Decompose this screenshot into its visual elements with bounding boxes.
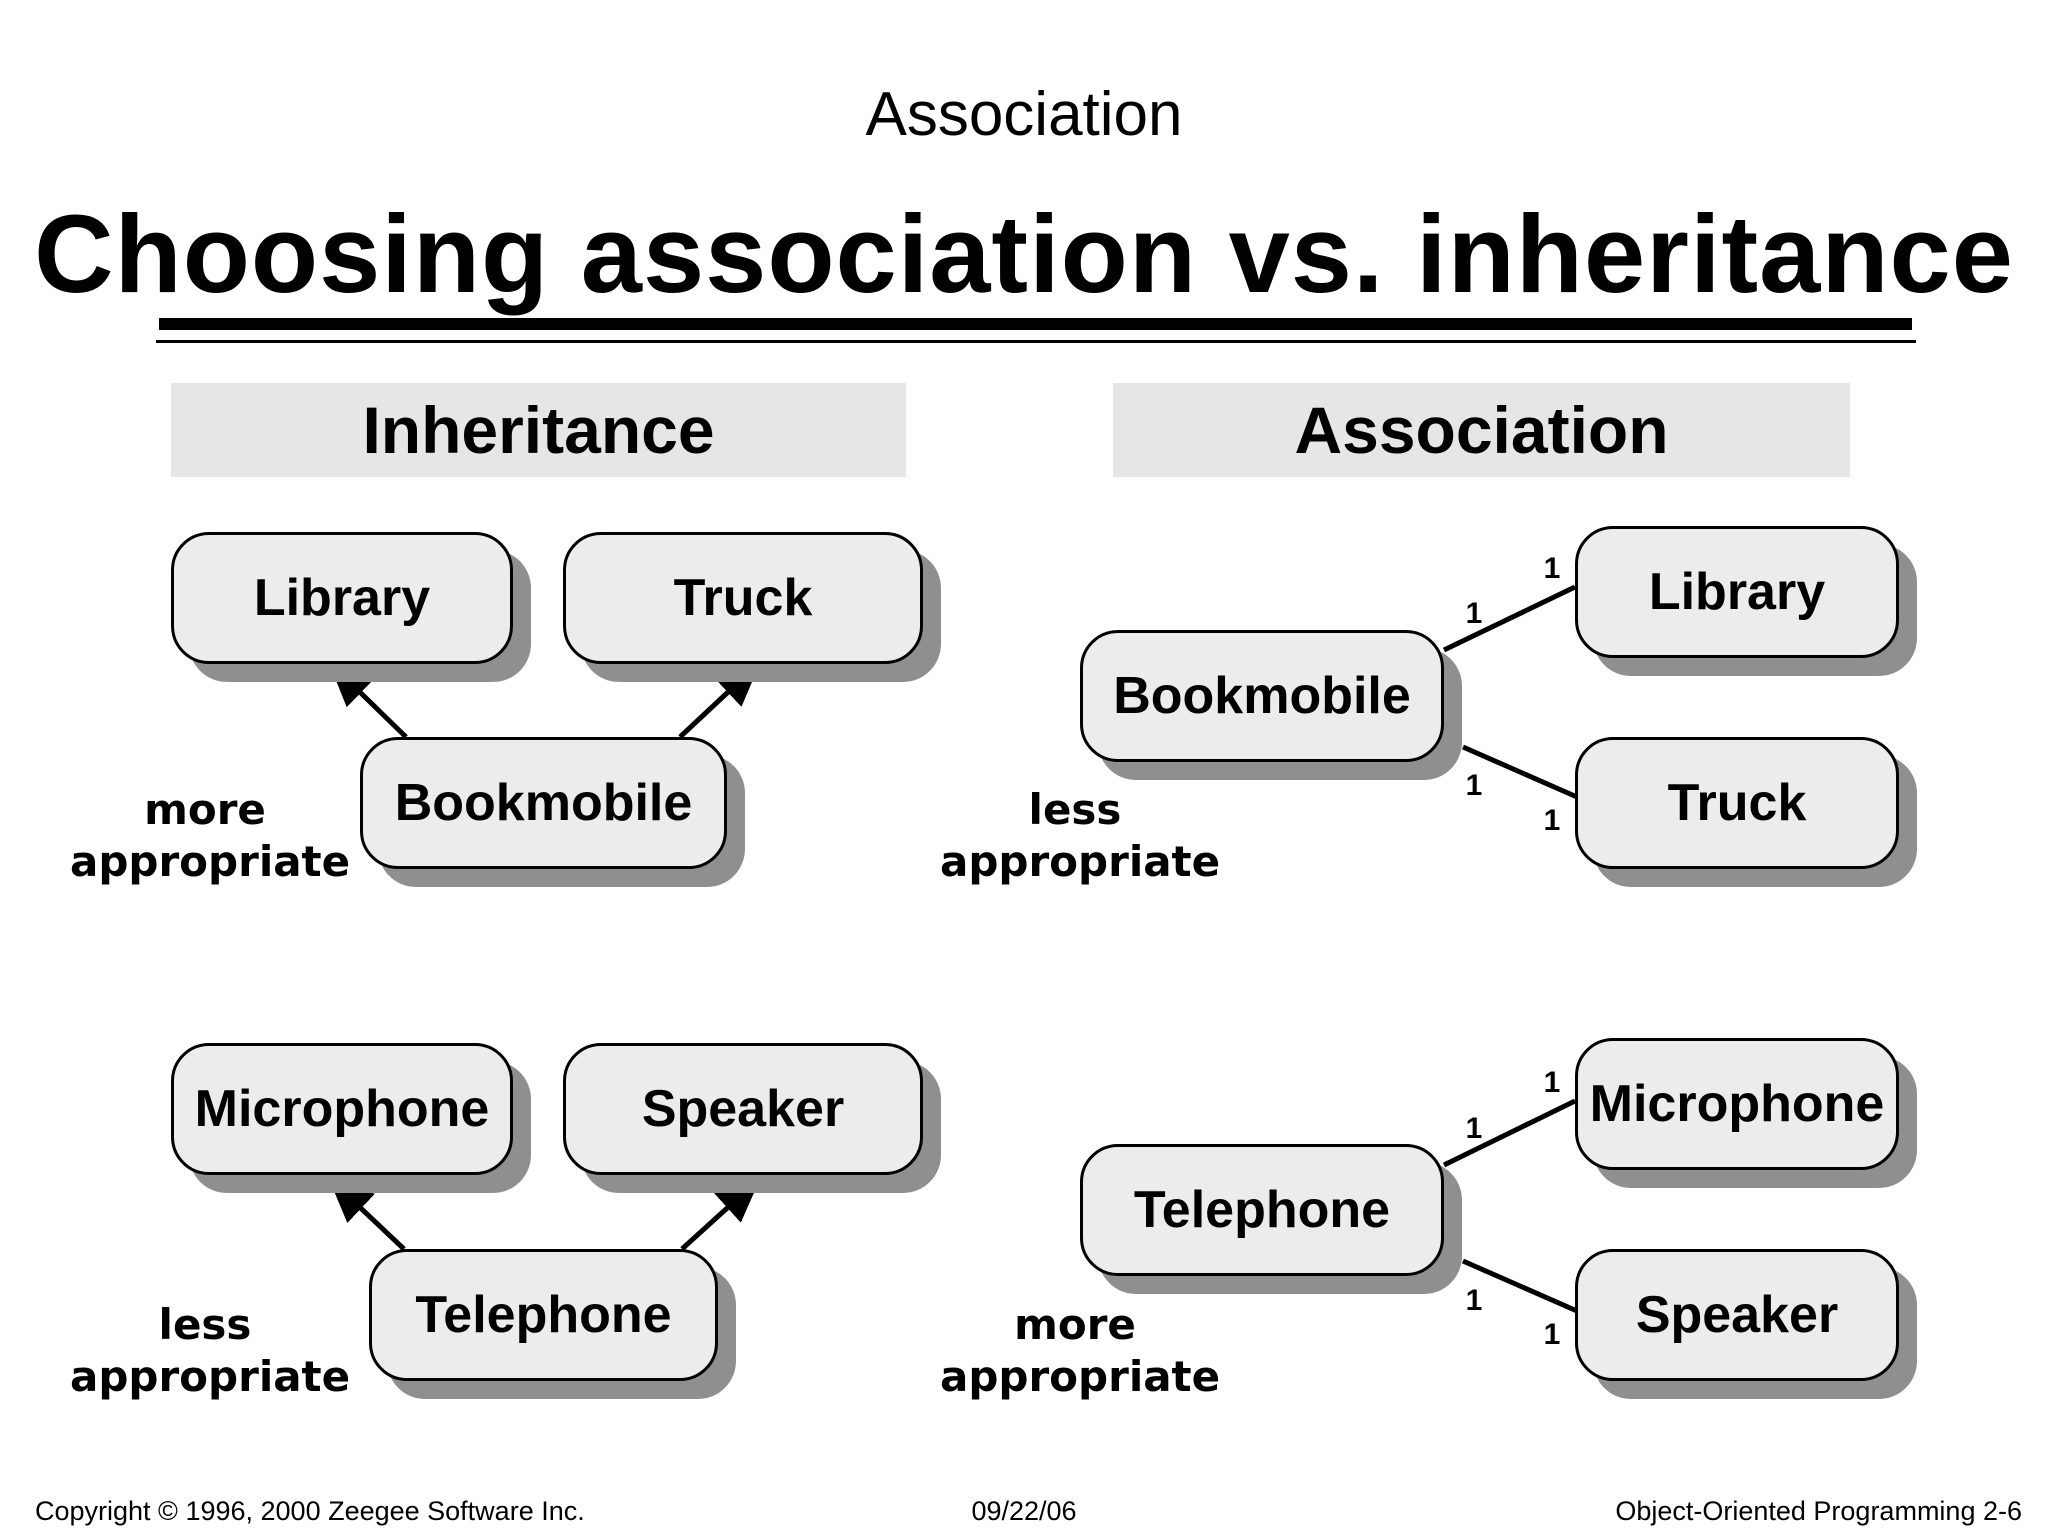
multiplicity-label: 1 [1543, 1066, 1561, 1099]
note-line-1: less [1028, 785, 1122, 834]
class-box-telephone: Telephone [1080, 1144, 1444, 1276]
class-box-library: Library [171, 532, 513, 664]
class-box-truck: Truck [1575, 737, 1899, 869]
appropriateness-note: less appropriate [940, 784, 1221, 888]
multiplicity-label: 1 [1465, 1112, 1483, 1145]
multiplicity-label: 1 [1465, 769, 1483, 802]
association-line-microphone [1442, 1098, 1577, 1168]
footer-course-page: Object-Oriented Programming 2-6 [1615, 1496, 2022, 1526]
note-line-2: appropriate [70, 1352, 351, 1401]
appropriateness-note: more appropriate [70, 784, 351, 888]
class-box-bookmobile: Bookmobile [1080, 630, 1444, 762]
association-column-header: Association [1113, 383, 1850, 477]
multiplicity-label: 1 [1543, 1318, 1561, 1351]
multiplicity-label: 1 [1543, 552, 1561, 585]
class-box-speaker: Speaker [1575, 1249, 1899, 1381]
class-box-microphone: Microphone [171, 1043, 513, 1175]
note-line-2: appropriate [70, 837, 351, 886]
footer-date: 09/22/06 [971, 1496, 1077, 1526]
class-box-microphone: Microphone [1575, 1038, 1899, 1170]
class-box-truck: Truck [563, 532, 923, 664]
slide-supertitle: Association [865, 80, 1183, 149]
note-line-2: appropriate [940, 837, 1221, 886]
inheritance-arrow-truck [678, 661, 761, 739]
appropriateness-note: more appropriate [940, 1299, 1221, 1403]
class-box-speaker: Speaker [563, 1043, 923, 1175]
class-box-library: Library [1575, 526, 1899, 658]
note-line-1: less [158, 1300, 252, 1349]
inheritance-column-header: Inheritance [171, 383, 906, 477]
note-line-1: more [1014, 1300, 1136, 1349]
title-rule-thin [156, 340, 1916, 343]
note-line-2: appropriate [940, 1352, 1221, 1401]
multiplicity-label: 1 [1465, 1284, 1483, 1317]
title-rule-thick [159, 318, 1912, 330]
association-line-library [1442, 584, 1577, 653]
inheritance-arrow-library [328, 661, 408, 739]
class-box-bookmobile: Bookmobile [360, 737, 727, 869]
inheritance-arrow-speaker [680, 1177, 761, 1251]
slide-title: Choosing association vs. inheritance [34, 193, 2014, 316]
footer-copyright: Copyright © 1996, 2000 Zeegee Software I… [35, 1496, 585, 1526]
note-line-1: more [144, 785, 266, 834]
association-line-speaker [1461, 1258, 1579, 1314]
multiplicity-label: 1 [1543, 804, 1561, 837]
appropriateness-note: less appropriate [70, 1299, 351, 1403]
association-line-truck [1461, 744, 1579, 800]
multiplicity-label: 1 [1465, 597, 1483, 630]
inheritance-arrow-microphone [328, 1177, 406, 1251]
class-box-telephone: Telephone [369, 1249, 718, 1381]
